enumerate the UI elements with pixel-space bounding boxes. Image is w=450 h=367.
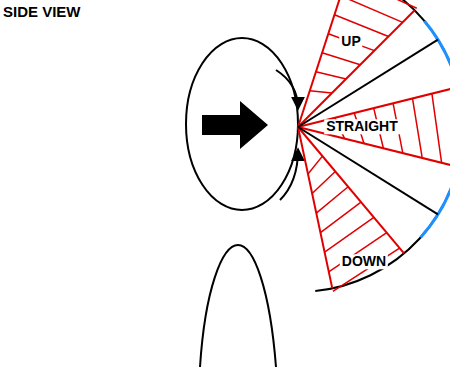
wedge-edge (298, 0, 349, 127)
wedge-hatch (432, 94, 442, 163)
divider-ray (298, 127, 438, 214)
divider-ray (298, 40, 438, 127)
wedge-hatch (328, 34, 374, 51)
wedge-hatch (312, 171, 335, 193)
wedge-hatch (333, 248, 400, 291)
direction-label: UP (339, 34, 362, 49)
arc-highlight (421, 178, 450, 237)
head-outline (186, 38, 298, 210)
wedge-hatch (322, 53, 360, 65)
facing-arrow (202, 101, 268, 149)
wedge-hatch (334, 15, 388, 37)
wedge-hatch (347, 0, 417, 8)
rotate-down-arrow (276, 70, 298, 108)
wedge-hatch (320, 202, 361, 233)
direction-label: STRAIGHT (324, 119, 400, 134)
wedge-edge (298, 10, 415, 127)
wedge-edge (298, 127, 404, 253)
direction-label: DOWN (340, 254, 388, 269)
wedge-hatch (316, 72, 346, 79)
wedge-hatch (341, 0, 403, 22)
body-outline (200, 245, 276, 367)
wedge-hatch (316, 187, 348, 213)
wedge-hatch (310, 91, 332, 93)
view-title: SIDE VIEW (3, 4, 81, 21)
wedge-hatch (308, 156, 322, 174)
wedge-edge (298, 127, 332, 288)
wedge-hatch (412, 98, 422, 158)
rotate-up-arrow (280, 150, 298, 200)
view-rays (298, 0, 450, 291)
